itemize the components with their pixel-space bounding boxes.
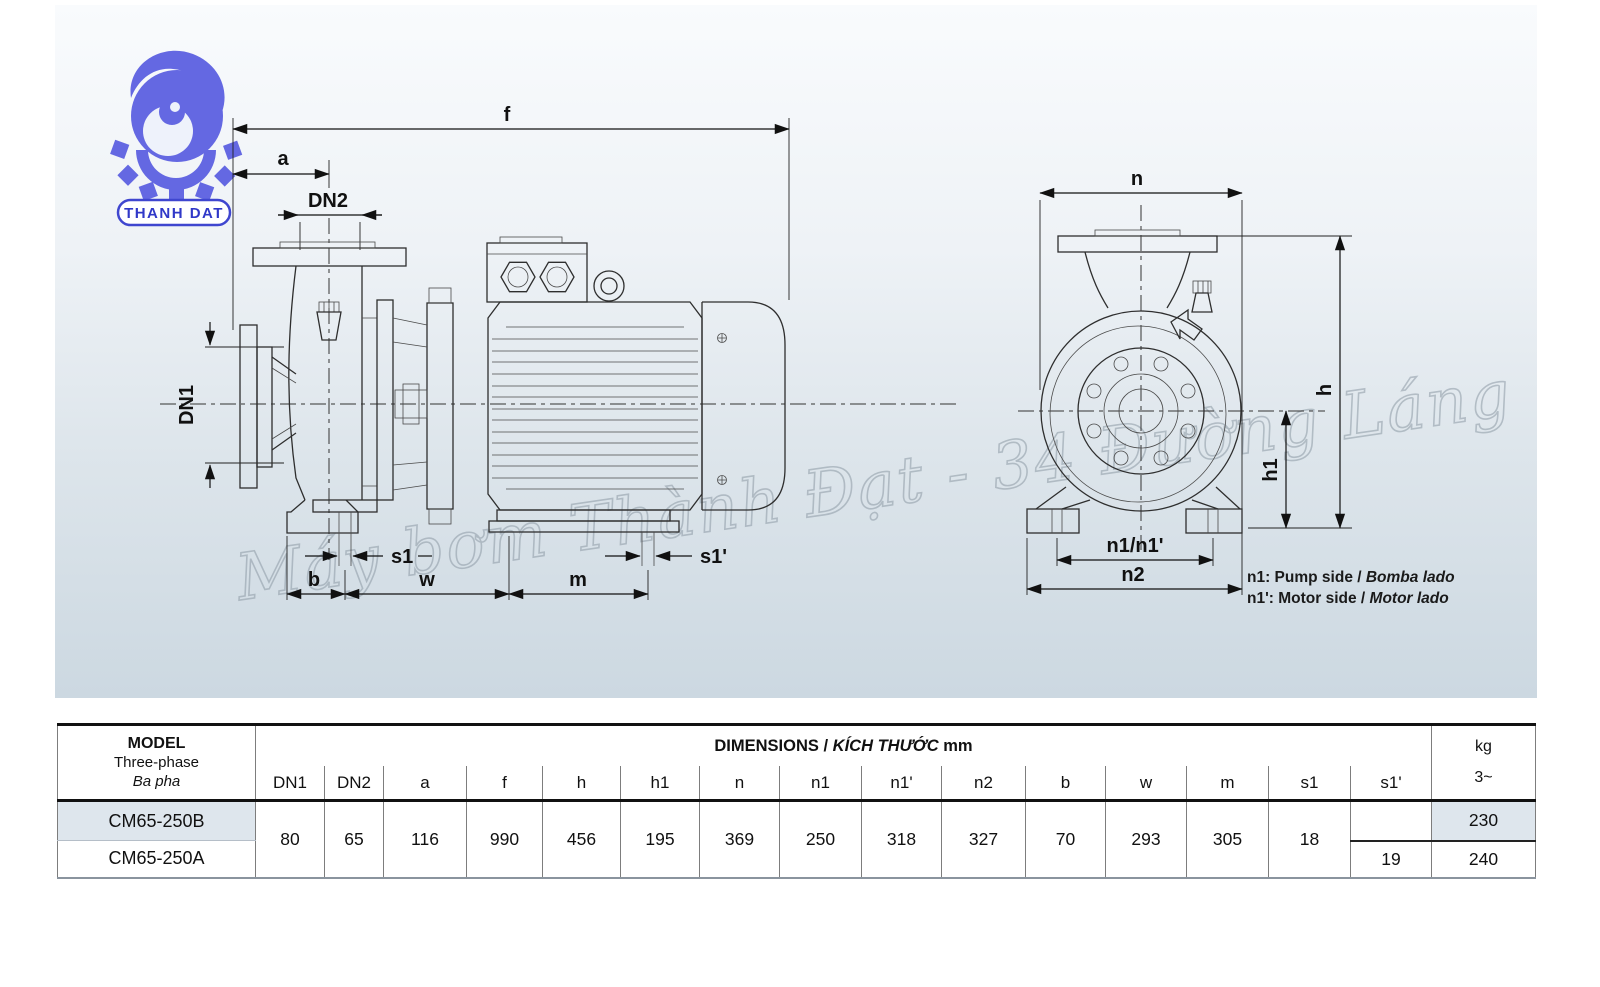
dim-label-f: f [504, 104, 511, 126]
value-n: 369 [699, 800, 780, 878]
value-h: 456 [542, 800, 621, 878]
col-header-f: f [466, 766, 543, 802]
note-n1-prime: n1': Motor side / Motor lado [1247, 590, 1449, 607]
col-header-w: w [1105, 766, 1187, 802]
value-dn2: 65 [324, 800, 384, 878]
pump-end-view: n h [1018, 168, 1455, 607]
value-n2: 327 [941, 800, 1026, 878]
col-header-s1: s1 [1268, 766, 1351, 802]
col-header-b: b [1025, 766, 1106, 802]
value-m: 305 [1186, 800, 1269, 878]
dim-label-a: a [277, 148, 289, 170]
drawing-area-background [55, 5, 1537, 698]
dimensions-header-unit: mm [938, 736, 973, 755]
table-row-cm65-250b: CM65-250B 80 65 116 990 456 195 369 250 … [57, 800, 1536, 878]
dimensions-header-en: DIMENSIONS [714, 736, 819, 755]
brand-pill [116, 198, 232, 227]
value-s1p: 19 [1350, 840, 1432, 878]
value-n1p: 318 [861, 800, 942, 878]
value-w: 293 [1105, 800, 1187, 878]
dim-label-w: w [418, 569, 435, 591]
col-header-dn2: DN2 [324, 766, 384, 802]
dim-label-dn1: DN1 [176, 385, 198, 425]
value-kg-row1: 230 [1431, 800, 1536, 842]
brand-text: THANH DAT [124, 205, 224, 222]
company-logo: THANH DAT [110, 50, 243, 227]
value-dn1: 80 [255, 800, 325, 878]
model-name-cell: CM65-250B [57, 800, 256, 841]
dimensions-header-sep: / [818, 736, 833, 755]
kg-header-line1: kg [1475, 738, 1492, 756]
value-n1: 250 [779, 800, 862, 878]
value-s1p-row1-empty [1350, 800, 1432, 842]
model-column-header: MODEL Three-phase Ba pha [57, 724, 256, 802]
value-b: 70 [1025, 800, 1106, 878]
col-header-h: h [542, 766, 621, 802]
dimensions-header-vi: KÍCH THƯỚC [832, 736, 939, 755]
col-header-n: n [699, 766, 780, 802]
dim-label-b: b [308, 569, 320, 591]
dim-label-h: h [1314, 384, 1336, 396]
dim-label-s1-prime: s1' [700, 546, 727, 568]
col-header-n2: n2 [941, 766, 1026, 802]
dim-label-h1: h1 [1260, 458, 1282, 481]
dim-label-n2: n2 [1121, 564, 1144, 586]
dimensions-table: MODEL Three-phase Ba pha DIMENSIONS / KÍ… [57, 723, 1536, 879]
dim-label-m: m [569, 569, 587, 591]
table-row-cm65-250a: CM65-250A 19 240 [57, 840, 1536, 878]
col-header-dn1: DN1 [255, 766, 325, 802]
model-name-cell: CM65-250A [57, 840, 256, 878]
model-header-line3: Ba pha [132, 772, 181, 790]
value-kg-row2: 240 [1431, 840, 1536, 878]
value-f: 990 [466, 800, 543, 878]
value-a: 116 [383, 800, 467, 878]
note-n1: n1: Pump side / Bomba lado [1247, 569, 1455, 586]
sub-header-row: DN1 DN2 a f h h1 n n1 n1' n2 b w m s1 s1… [58, 766, 1536, 802]
dim-label-n1-n1p: n1/n1' [1107, 535, 1164, 557]
dimensions-header: DIMENSIONS / KÍCH THƯỚC mm [255, 724, 1432, 766]
col-header-m: m [1186, 766, 1269, 802]
dim-label-s1: s1 [391, 546, 413, 568]
col-header-s1p: s1' [1350, 766, 1432, 802]
kg-header-line2: 3~ [1474, 768, 1493, 786]
value-s1: 18 [1268, 800, 1351, 878]
col-header-h1: h1 [620, 766, 700, 802]
model-header-line2: Three-phase [113, 753, 200, 771]
model-header-line1: MODEL [127, 734, 186, 752]
value-h1: 195 [620, 800, 700, 878]
col-header-n1p: n1' [861, 766, 942, 802]
pump-side-view: f a DN2 DN1 [160, 104, 960, 600]
col-header-n1: n1 [779, 766, 862, 802]
kg-column-header: kg 3~ [1431, 724, 1536, 802]
col-header-a: a [383, 766, 467, 802]
dim-label-dn2: DN2 [308, 190, 348, 212]
dim-label-n: n [1131, 168, 1143, 190]
